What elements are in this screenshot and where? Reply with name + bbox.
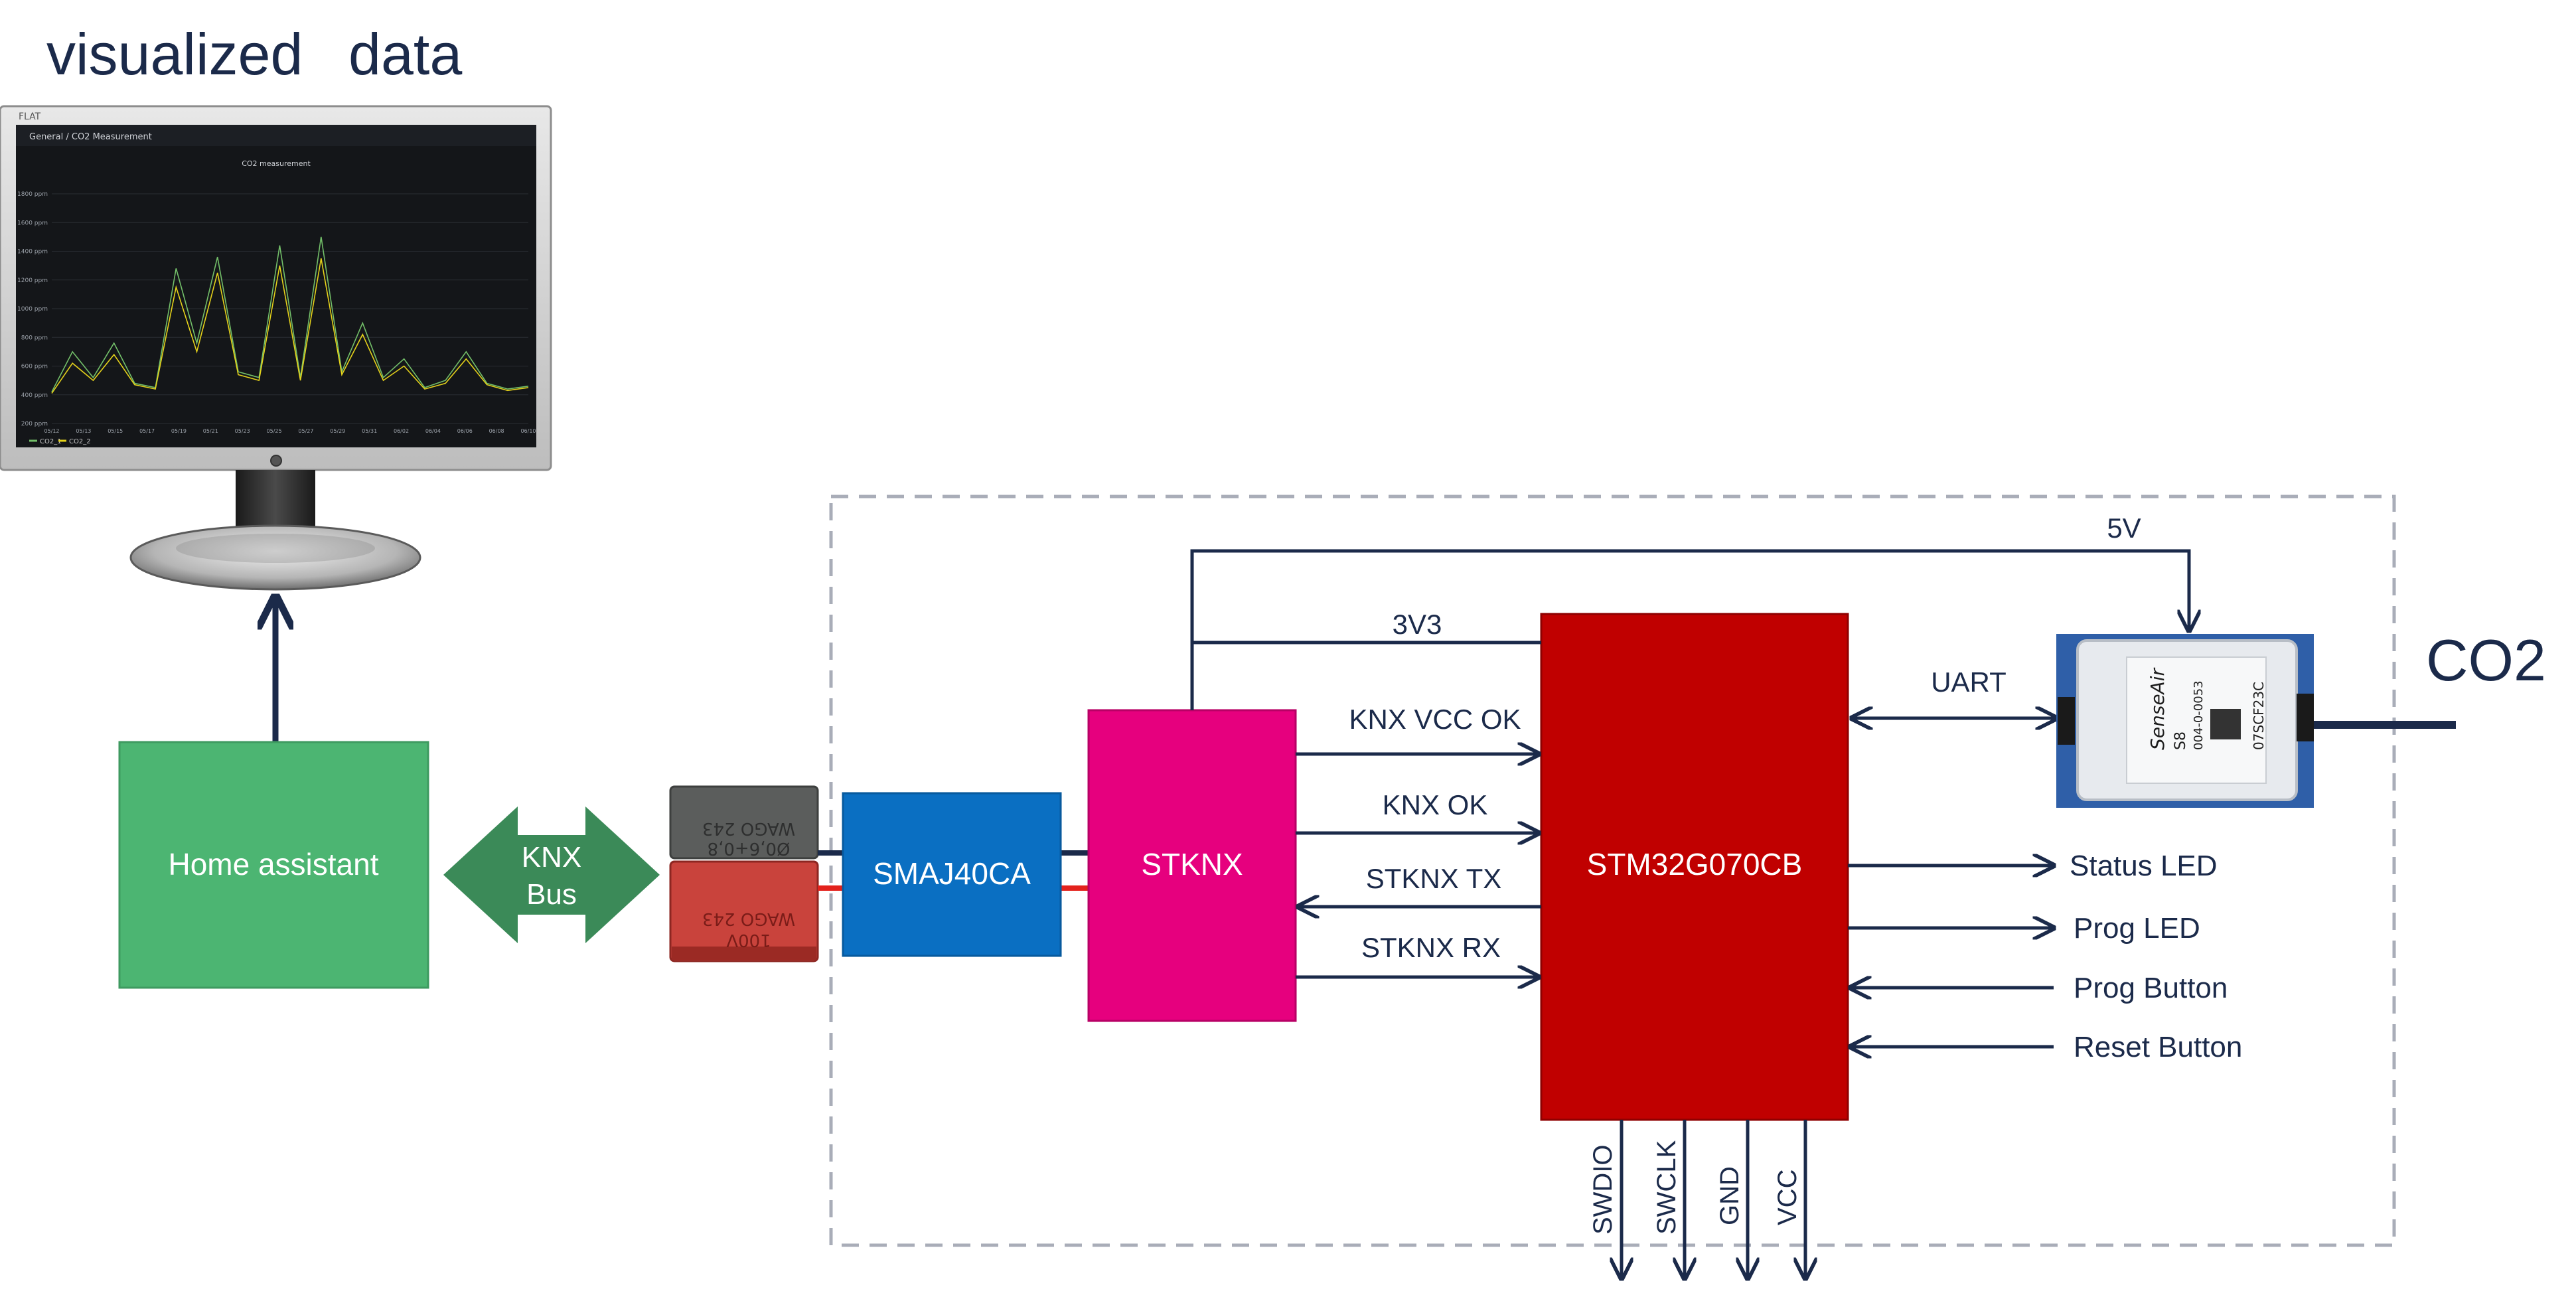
heading-data: data (348, 21, 462, 87)
stknx-tx-label: STKNX TX (1366, 863, 1502, 894)
chart-x-tick-label: 06/10 (520, 428, 536, 434)
wago-text-spec: Ø0,6+0,8 (708, 838, 791, 858)
monitor-brand: FLAT (19, 112, 41, 122)
co2-label: CO2 (2426, 627, 2546, 693)
chart-y-tick-label: 1400 ppm (17, 249, 48, 256)
smaj40ca-label: SMAJ40CA (873, 856, 1031, 891)
chart-y-tick-label: 1600 ppm (17, 220, 48, 226)
vcc-label: VCC (1773, 1170, 1802, 1225)
chart-x-tick-label: 05/15 (108, 428, 123, 434)
knx-bus-label-1: KNX (522, 841, 581, 874)
wago-text-voltage: 100V (726, 930, 771, 950)
wago-text-bottom: WAGO 243 (702, 909, 795, 929)
chart-y-tick-label: 200 ppm (21, 421, 48, 427)
stm32-label: STM32G070CB (1587, 847, 1803, 881)
sensor-serial: 07SCF23C (2251, 682, 2267, 750)
monitor-breadcrumb: General / CO2 Measurement (29, 132, 152, 142)
chart-x-tick-label: 05/19 (171, 428, 187, 434)
chart-x-tick-label: 05/25 (267, 428, 282, 434)
5v-line (1190, 549, 2189, 710)
uart-label: UART (1931, 666, 2007, 698)
chart-legend: CO2_1 CO2_2 (29, 438, 91, 445)
prog-led-label: Prog LED (2074, 912, 2200, 945)
chart-x-tick-label: 05/17 (139, 428, 155, 434)
knx-bus-arrow (443, 806, 660, 943)
chart-x-tick-label: 05/13 (76, 428, 91, 434)
monitor: FLAT General / CO2 Measurement CO2 measu… (0, 105, 552, 591)
chart-series-line-co2-2 (51, 258, 529, 394)
sensor-model: S8 (2172, 731, 2189, 750)
wago-connector: WAGO 243 Ø0,6+0,8 WAGO 243 100V (669, 785, 819, 962)
chart-x-tick-label: 06/04 (425, 428, 441, 434)
monitor-power-button (270, 455, 282, 467)
knx-ok-label: KNX OK (1383, 789, 1488, 820)
chart-y-tick-label: 800 ppm (21, 335, 48, 341)
chart-x-tick-label: 05/23 (235, 428, 250, 434)
5v-label: 5V (2107, 512, 2141, 544)
knx-vcc-ok-label: KNX VCC OK (1349, 704, 1521, 735)
chart-y-tick-label: 1800 ppm (17, 191, 48, 198)
gnd-label: GND (1715, 1166, 1744, 1225)
swclk-label: SWCLK (1652, 1140, 1681, 1235)
legend-co2-1: CO2_1 (40, 438, 62, 445)
chart-x-tick-label: 05/21 (203, 428, 218, 434)
co2-line-chart: 200 ppm 400 ppm 600 ppm 800 ppm 1000 ppm 1200… (17, 191, 536, 434)
sensor-part: 004-0-0053 (2192, 680, 2206, 750)
home-assistant-label: Home assistant (168, 847, 378, 881)
reset-button-label: Reset Button (2074, 1031, 2242, 1063)
chart-series-line-co2-1 (51, 236, 529, 392)
chart-x-tick-label: 06/08 (489, 428, 504, 434)
senseair-s8-sensor: SenseAir S8 004-0-0053 07SCF23C (2056, 634, 2314, 808)
wago-text-top: WAGO 243 (702, 818, 795, 838)
chart-x-tick-label: 05/31 (362, 428, 377, 434)
stknx-rx-label: STKNX RX (1361, 932, 1501, 963)
chart-y-tick-label: 400 ppm (21, 392, 48, 399)
stknx-label: STKNX (1141, 847, 1243, 881)
smaj40ca-block (842, 792, 1062, 957)
legend-co2-2: CO2_2 (69, 438, 91, 445)
status-led-label: Status LED (2070, 850, 2218, 882)
chart-y-tick-label: 1000 ppm (17, 306, 48, 313)
heading-visualized: visualized (46, 21, 303, 87)
chart-x-tick-label: 05/29 (330, 428, 345, 434)
monitor-stand-base (129, 524, 421, 591)
prog-button-label: Prog Button (2074, 972, 2228, 1004)
chart-x-tick-label: 05/12 (44, 428, 59, 434)
home-assistant-block (118, 741, 429, 989)
monitor-chart-title: CO2 measurement (242, 159, 311, 168)
chart-x-tick-label: 06/06 (457, 428, 473, 434)
swdio-label: SWDIO (1588, 1144, 1618, 1235)
chart-x-tick-label: 06/02 (394, 428, 409, 434)
chart-x-tick-label: 05/27 (298, 428, 313, 434)
sensor-qr-code (2210, 709, 2241, 739)
3v3-label: 3V3 (1393, 609, 1442, 640)
chart-y-tick-label: 600 ppm (21, 364, 48, 370)
stknx-block (1087, 709, 1297, 1022)
stm32-block (1540, 613, 1849, 1121)
sensor-brand: SenseAir (2147, 668, 2168, 750)
device-boundary (829, 495, 2396, 1247)
chart-y-tick-label: 1200 ppm (17, 277, 48, 284)
knx-bus-label-2: Bus (526, 878, 577, 911)
